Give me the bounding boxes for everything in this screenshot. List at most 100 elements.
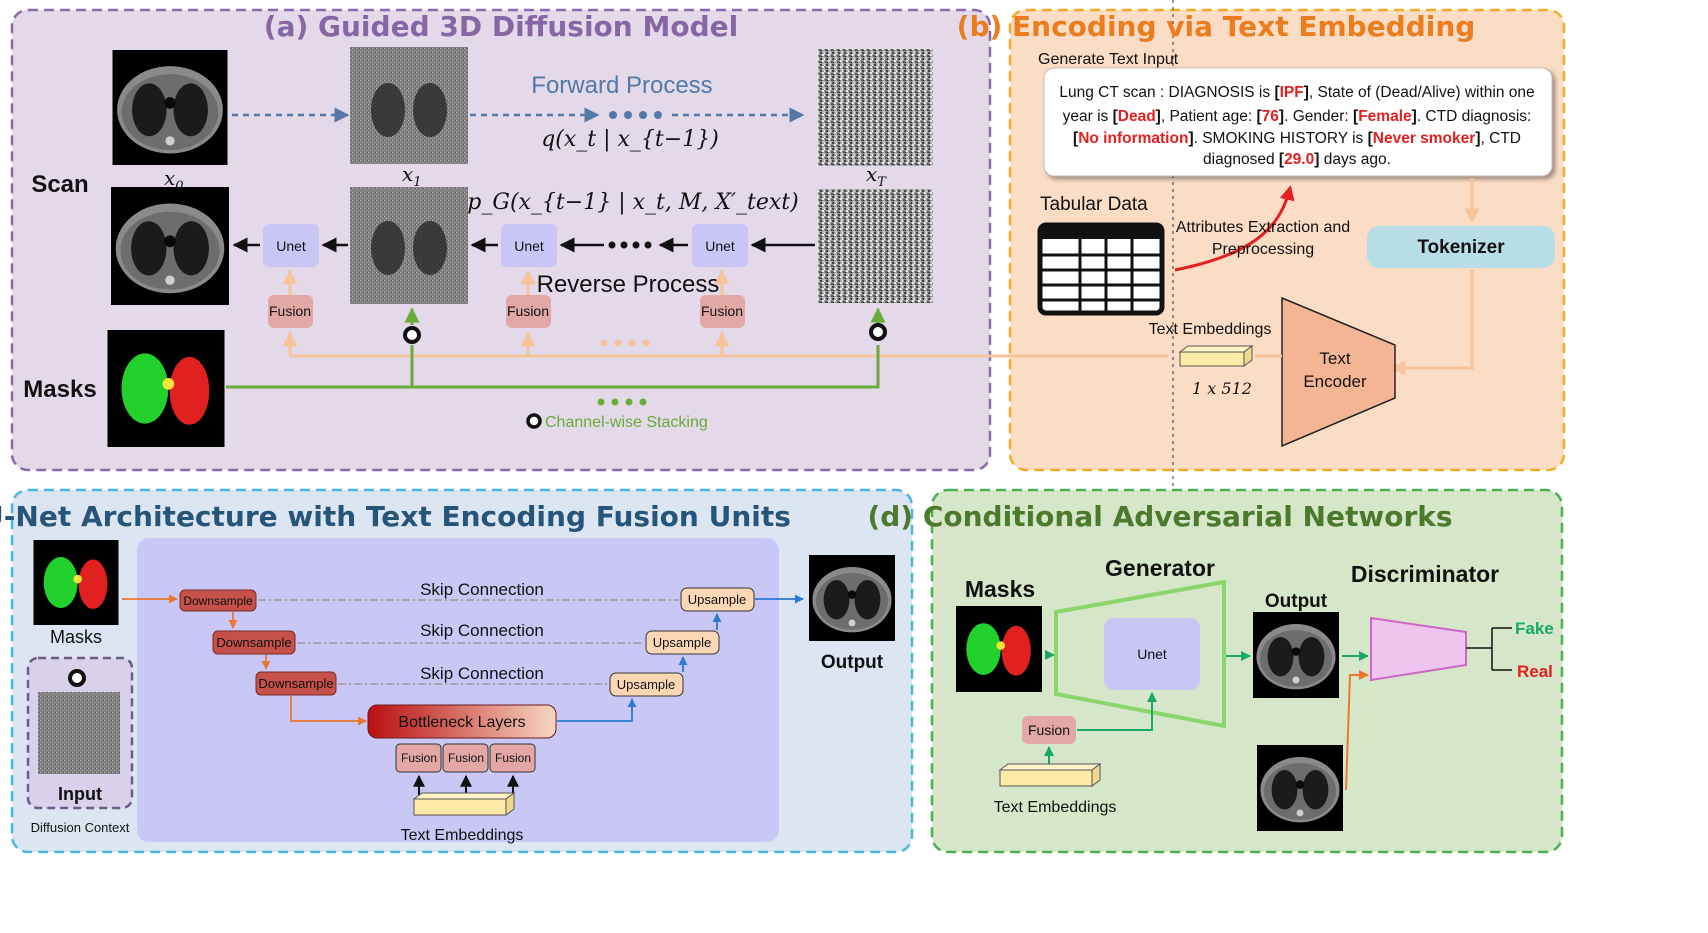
mask-image-a (107, 330, 225, 447)
forward-process-label: Forward Process (531, 72, 712, 99)
noisy-lung-left-2 (371, 221, 405, 275)
skip-connection-lines (258, 599, 679, 685)
upsample-1 (680, 587, 755, 612)
real-label: Real (1517, 662, 1553, 681)
unet-architecture-area (137, 538, 779, 842)
stack-legend-symbol (526, 413, 542, 429)
fusion-label-3: Fusion (701, 303, 743, 319)
unet-up-arrows (557, 594, 804, 722)
panel-d-title: (d) Conditional Adversarial Networks (867, 500, 1452, 533)
masks-label-c: Masks (50, 627, 102, 647)
mask-condition-lines (226, 307, 886, 389)
real-scan-d (1257, 745, 1343, 831)
real-to-discriminator-arrow (1345, 670, 1369, 791)
fusion-box-1 (268, 295, 313, 328)
reverse-dots (608, 241, 652, 249)
upsample-label-1: Upsample (688, 592, 747, 607)
bottleneck-label: Bottleneck Layers (398, 714, 525, 731)
attributes-line-1: Attributes Extraction and (1176, 219, 1350, 236)
skip-label-1: Skip Connection (420, 580, 544, 599)
generated-text-line: [No information]. SMOKING HISTORY is [Ne… (1073, 130, 1521, 147)
mask-image-d (956, 606, 1042, 692)
unet-box-1 (263, 224, 319, 267)
fusion-label-2: Fusion (507, 303, 549, 319)
unet-box-3 (692, 224, 748, 267)
discriminator-branches (1466, 627, 1512, 671)
fusion-d (1022, 716, 1076, 744)
ct-scan-generated (111, 187, 229, 305)
fusion-c-1 (395, 743, 442, 773)
generator-unet-label: Unet (1137, 646, 1167, 662)
text-embeddings-label-c: Text Embeddings (401, 827, 524, 844)
fusion-box-3 (700, 295, 745, 328)
noisy-lung-right (413, 83, 447, 137)
skip-label-3: Skip Connection (420, 664, 544, 683)
generator-shape (1054, 579, 1226, 729)
xT-label: xT (866, 162, 887, 190)
downsample-label-3: Downsample (258, 676, 333, 691)
encoder-line-2: Encoder (1303, 372, 1367, 391)
x0-label: x0 (164, 166, 184, 194)
green-dots (597, 398, 647, 406)
upsample-label-2: Upsample (653, 635, 712, 650)
output-scan-d (1253, 612, 1339, 698)
fusion-box-2 (506, 295, 551, 328)
embedding-dims: 1 x 512 (1192, 379, 1252, 398)
downsample-label-2: Downsample (216, 635, 291, 650)
text-embeddings-label-b: Text Embeddings (1149, 321, 1272, 338)
generator-label: Generator (1105, 555, 1215, 581)
output-scan-c (809, 555, 895, 641)
unet-label-1: Unet (276, 238, 306, 254)
panel-a-title: (a) Guided 3D Diffusion Model (264, 10, 738, 43)
generated-text-lines: Lung CT scan : DIAGNOSIS is [IPF], State… (1059, 84, 1534, 168)
panel-b-title: (b) Encoding via Text Embedding (957, 10, 1476, 43)
tokenizer-box (1367, 226, 1555, 268)
tabular-data-label: Tabular Data (1040, 194, 1148, 215)
attributes-line-2: Preprocessing (1212, 241, 1314, 258)
orange-dots (600, 339, 650, 347)
channel-stacking-label: Channel-wise Stacking (545, 414, 708, 431)
encoder-line-1: Text (1319, 349, 1350, 368)
generated-text-line: diagnosed [29.0] days ago. (1203, 151, 1391, 168)
output-label-d: Output (1265, 591, 1328, 612)
discriminator-label: Discriminator (1351, 561, 1499, 587)
fusion-label-1: Fusion (269, 303, 311, 319)
fusion-c-label-1: Fusion (401, 751, 437, 765)
scan-label: Scan (31, 171, 88, 198)
noisy-scan-x1 (350, 47, 468, 164)
fusion-c-3 (489, 743, 536, 773)
mask-image-c (33, 540, 119, 625)
ct-scan-x0 (112, 50, 228, 165)
fusion-c-label-2: Fusion (448, 751, 484, 765)
stack-symbol-1 (403, 326, 421, 344)
text-input-box (1043, 67, 1553, 177)
unet-down-arrows (122, 594, 367, 726)
fusion-d-label: Fusion (1028, 722, 1070, 738)
x1-label: x1 (402, 162, 422, 190)
fusion-c-label-3: Fusion (495, 751, 531, 765)
output-label-c: Output (821, 652, 884, 673)
generated-text-line: Lung CT scan : DIAGNOSIS is [IPF], State… (1059, 84, 1534, 101)
discriminator-shape (1370, 616, 1467, 682)
downsample-label-1: Downsample (183, 594, 253, 608)
reverse-equation: p_G(x_{t−1} | x_t, M, X′_text) (467, 190, 798, 215)
text-encoder-shape (1281, 296, 1396, 448)
panel-c-title: (c) U-Net Architecture with Text Encodin… (0, 500, 791, 533)
stack-symbol-2 (869, 323, 887, 341)
unet-box-2 (501, 224, 557, 267)
generate-text-label: Generate Text Input (1038, 51, 1179, 68)
noise-xT-reverse (818, 189, 933, 303)
generated-text-line: year is [Dead], Patient age: [76]. Gende… (1063, 108, 1532, 125)
skip-label-2: Skip Connection (420, 621, 544, 640)
text-embeddings-label-d: Text Embeddings (994, 799, 1117, 816)
text-embedding-lines (282, 269, 1168, 358)
table-icon (1037, 222, 1165, 316)
fusion-c-2 (442, 743, 489, 773)
noisy-scan-reverse (350, 187, 468, 304)
forward-dots (609, 111, 662, 119)
generator-unet-box (1104, 618, 1200, 690)
input-label: Input (58, 784, 102, 804)
upsample-2 (645, 630, 720, 655)
forward-equation: q(x_t | x_{t−1}) (541, 127, 719, 152)
